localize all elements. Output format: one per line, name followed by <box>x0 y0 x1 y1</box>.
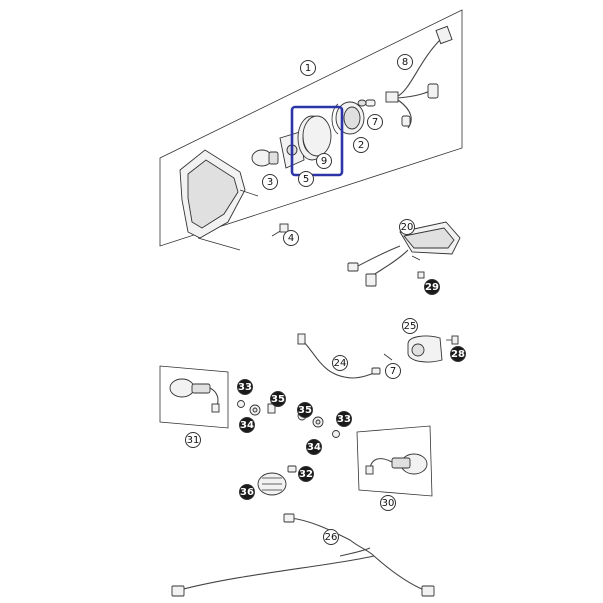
callout-c8: 8 <box>397 54 413 70</box>
callout-c20: 20 <box>399 219 415 235</box>
callout-label: 32 <box>299 469 313 480</box>
callout-label: 7 <box>372 117 378 128</box>
callout-circle <box>336 411 352 427</box>
wiring-harness-part <box>171 513 435 597</box>
callout-c34a: 34 <box>239 417 255 433</box>
callout-c9: 9 <box>316 153 332 169</box>
callout-circle <box>353 137 369 153</box>
callout-label: 33 <box>337 414 351 425</box>
callout-c1: 1 <box>300 60 316 76</box>
callout-c33a: 33 <box>237 379 253 395</box>
callout-c7b: 7 <box>385 363 401 379</box>
callout-label: 25 <box>404 321 417 332</box>
callout-circle <box>385 363 401 379</box>
turn-signal-right <box>356 425 433 497</box>
callout-label: 3 <box>267 177 273 188</box>
lens-part <box>257 472 287 496</box>
callout-circle <box>367 114 383 130</box>
rear-light-group <box>347 221 461 287</box>
callout-label: 34 <box>240 420 254 431</box>
callout-c34b: 34 <box>306 439 322 455</box>
callout-c24: 24 <box>332 355 348 371</box>
callout-c5: 5 <box>298 171 314 187</box>
turn-signal-left <box>159 365 229 429</box>
callout-circle <box>332 355 348 371</box>
callout-label: 7 <box>390 366 396 377</box>
callout-label: 28 <box>451 349 465 360</box>
callout-circle <box>283 230 299 246</box>
headlight-wiring-part <box>385 25 453 129</box>
callout-c32: 32 <box>298 466 314 482</box>
small-bulb-part <box>357 99 376 107</box>
callout-circle <box>306 439 322 455</box>
callout-circle <box>424 279 440 295</box>
callout-c36: 36 <box>239 484 255 500</box>
callout-circle <box>316 153 332 169</box>
callout-c33b: 33 <box>336 411 352 427</box>
callout-label: 24 <box>334 358 347 369</box>
callout-label: 20 <box>401 222 414 233</box>
callout-label: 36 <box>240 487 254 498</box>
callout-circle <box>270 391 286 407</box>
callout-c7a: 7 <box>367 114 383 130</box>
callout-c31: 31 <box>185 432 201 448</box>
small-hardware <box>237 400 340 473</box>
highlight-box <box>290 105 344 177</box>
license-light-group <box>297 333 459 379</box>
callout-label: 35 <box>298 405 312 416</box>
callout-label: 1 <box>305 63 311 74</box>
headlight-assembly <box>159 9 463 251</box>
callout-c25: 25 <box>402 318 418 334</box>
callout-label: 8 <box>402 57 408 68</box>
callout-c35a: 35 <box>270 391 286 407</box>
callout-label: 30 <box>382 498 395 509</box>
callout-circle <box>239 484 255 500</box>
callout-c29: 29 <box>424 279 440 295</box>
callout-label: 5 <box>303 174 309 185</box>
callout-circle <box>450 346 466 362</box>
callout-label: 4 <box>288 233 294 244</box>
callout-c30: 30 <box>380 495 396 511</box>
callout-circle <box>323 529 339 545</box>
callout-label: 2 <box>358 140 364 151</box>
callout-circle <box>297 402 313 418</box>
callout-circle <box>300 60 316 76</box>
bulb-part <box>251 149 279 167</box>
callout-circle <box>399 219 415 235</box>
callout-label: 29 <box>425 282 439 293</box>
callout-label: 26 <box>325 532 338 543</box>
callout-label: 34 <box>307 442 321 453</box>
callouts: 1234578920292528247313334353533343236302… <box>185 54 466 545</box>
callout-circle <box>298 171 314 187</box>
callout-circle <box>185 432 201 448</box>
callout-circle <box>397 54 413 70</box>
callout-circle <box>239 417 255 433</box>
callout-circle <box>380 495 396 511</box>
callout-c2: 2 <box>353 137 369 153</box>
callout-label: 31 <box>187 435 200 446</box>
callout-c28: 28 <box>450 346 466 362</box>
callout-label: 35 <box>271 394 285 405</box>
callout-c4: 4 <box>283 230 299 246</box>
callout-circle <box>298 466 314 482</box>
callout-circle <box>237 379 253 395</box>
callout-label: 33 <box>238 382 252 393</box>
callout-c3: 3 <box>262 174 278 190</box>
callout-circle <box>262 174 278 190</box>
callout-c26: 26 <box>323 529 339 545</box>
callout-c35b: 35 <box>297 402 313 418</box>
callout-circle <box>402 318 418 334</box>
screw-part <box>271 223 289 237</box>
callout-label: 9 <box>321 156 327 167</box>
